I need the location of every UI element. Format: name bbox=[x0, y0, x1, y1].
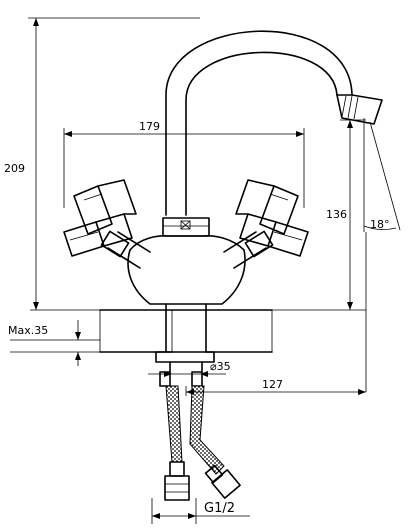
base-diameter-label: ⌀35 bbox=[210, 360, 231, 373]
spout-reach-label: 127 bbox=[262, 378, 283, 391]
spout-outer bbox=[165, 30, 353, 216]
base-dome bbox=[127, 235, 246, 305]
right-hose bbox=[189, 385, 225, 475]
spout-inner bbox=[185, 51, 338, 216]
left-hose bbox=[165, 385, 183, 463]
thread-label: G1/2 bbox=[204, 501, 235, 516]
left-cross-handle bbox=[63, 179, 137, 257]
spout-height-label: 136 bbox=[326, 208, 347, 221]
max-counter-label: Max.35 bbox=[8, 324, 48, 337]
handle-span-label: 179 bbox=[139, 120, 160, 133]
faucet-body bbox=[100, 30, 383, 373]
collar-mark bbox=[180, 220, 191, 230]
supply-hoses bbox=[159, 371, 241, 501]
aerator-tip bbox=[336, 94, 383, 125]
total-height-label: 209 bbox=[4, 162, 25, 175]
right-cross-handle bbox=[235, 179, 309, 257]
mounting-nut bbox=[155, 351, 215, 363]
spout-angle-label: 18° bbox=[370, 218, 390, 231]
dimension-lines bbox=[10, 17, 401, 524]
countertop-section bbox=[99, 309, 273, 353]
